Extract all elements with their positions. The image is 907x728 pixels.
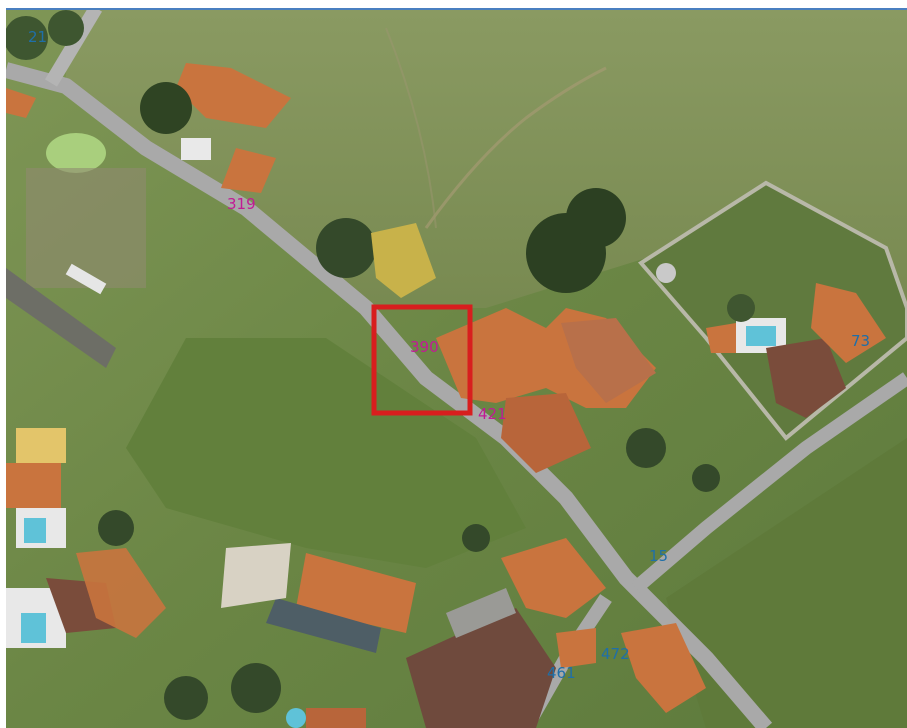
parcel-label-472[interactable]: 472 [601,645,630,663]
parcel-label-15[interactable]: 15 [649,547,668,565]
building-roof [501,538,606,618]
tree [6,16,48,60]
aerial-map-canvas[interactable]: 21 319 390 421 73 15 461 472 [6,8,907,728]
pool [24,518,46,543]
tree [727,294,755,322]
shed [65,263,107,295]
pool [746,326,776,346]
tree [48,10,84,46]
solar-roof [266,598,381,653]
pool [286,708,306,728]
tree [626,428,666,468]
tree [316,218,376,278]
yard [26,168,146,288]
building-roof [6,88,36,118]
building-roof [406,608,556,728]
building-roof [176,63,291,128]
building-roof [6,463,61,508]
parcel-label-21[interactable]: 21 [28,28,47,46]
parcel-label-461[interactable]: 461 [547,664,576,682]
tree [692,464,720,492]
parcel-label-73[interactable]: 73 [851,332,870,350]
building-roof [621,623,706,713]
tree [231,663,281,713]
building-roof [446,588,516,638]
tree [98,510,134,546]
building-roof [561,318,656,403]
building-roof [221,148,276,193]
field-middle [126,338,526,568]
building-roof [76,548,166,638]
parcel-label-319[interactable]: 319 [227,195,256,213]
tree [164,676,208,720]
structure [656,263,676,283]
building-roof [181,138,211,160]
road-branch-right [631,372,907,594]
building-roof [811,283,886,363]
pool [21,613,46,643]
road-main [6,62,773,728]
pond [46,133,106,173]
road-top-left [44,8,103,87]
parcel-label-390[interactable]: 390 [410,338,439,356]
building-roof [16,428,66,463]
building-roof [706,323,736,353]
building-roof [306,708,366,728]
tree [140,82,192,134]
fence-row [6,268,116,368]
building-roof [221,543,291,608]
window-top-border [6,8,907,10]
sand-patch [371,223,436,298]
tree [566,188,626,248]
parcel-label-421[interactable]: 421 [478,405,507,423]
building-roof [556,628,596,668]
tree [462,524,490,552]
building-roof [501,393,591,473]
dirt-track [424,66,607,229]
selected-parcel-outline[interactable] [371,304,473,416]
aerial-map[interactable]: 21 319 390 421 73 15 461 472 [6,8,907,728]
field-lower-right [666,438,907,728]
building-roof [766,338,846,418]
dirt-track [385,27,437,229]
